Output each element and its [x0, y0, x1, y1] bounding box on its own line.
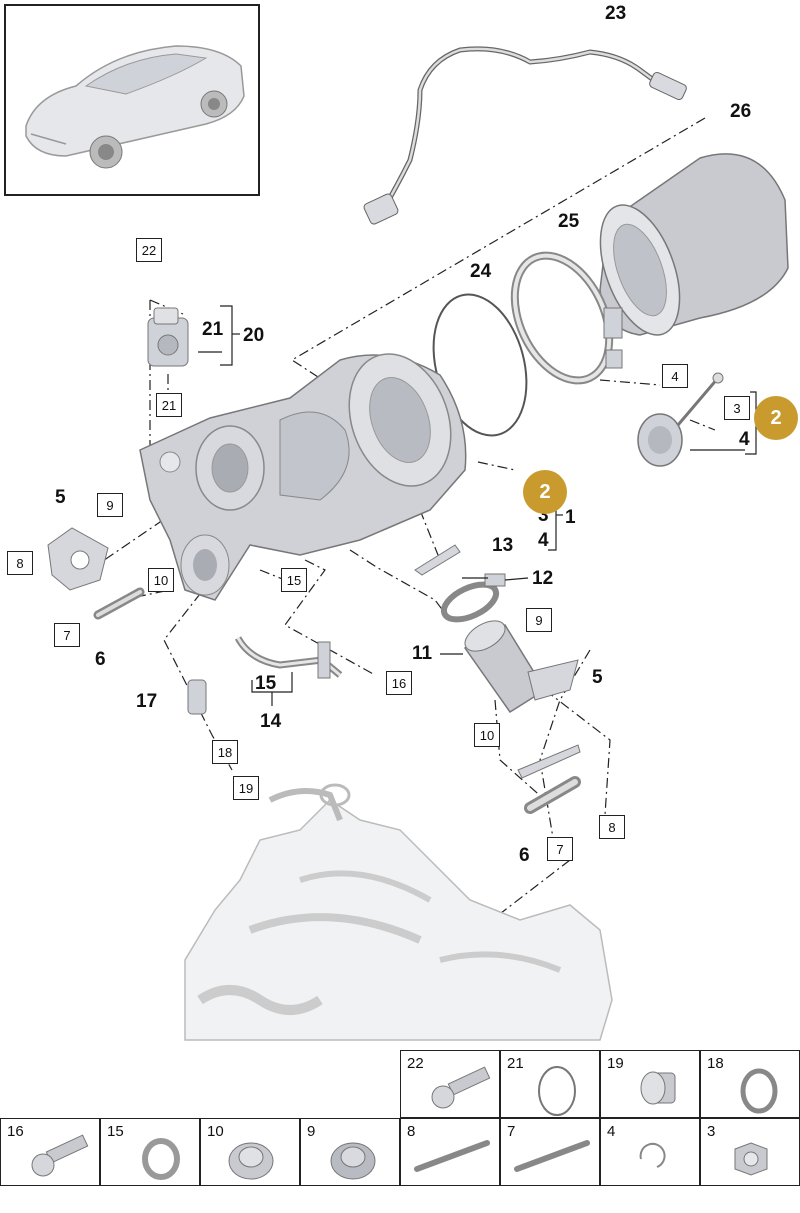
gasket-13: [414, 544, 461, 576]
nut-icon: [330, 1142, 376, 1180]
o-ring-icon: [740, 1068, 778, 1114]
callout-14: 14: [260, 711, 282, 732]
legend-cell-10: 10: [200, 1118, 300, 1186]
stud-right: [524, 776, 581, 814]
callout-12: 12: [532, 568, 554, 589]
callout-1: 1: [565, 507, 576, 528]
callout-box-10-right: 10: [474, 723, 500, 747]
oil-feed-pipe: [234, 636, 343, 679]
callout-21-upper: 21: [202, 319, 224, 340]
legend-label: 4: [607, 1123, 616, 1140]
circlip-icon: [639, 1142, 666, 1168]
union-fitting: [187, 679, 207, 715]
callout-box-7-right: 7: [547, 837, 573, 861]
callout-box-4-right: 4: [662, 364, 688, 388]
callout-4-mid: 4: [538, 530, 549, 551]
callout-box-19: 19: [233, 776, 259, 800]
callout-box-10-left: 10: [148, 568, 174, 592]
callout-26: 26: [730, 101, 752, 122]
clamp-12: [440, 573, 506, 623]
legend-cell-16: 16: [0, 1118, 100, 1186]
legend-label: 16: [7, 1123, 24, 1140]
bolt-icon: [431, 1066, 491, 1109]
plug-icon: [640, 1071, 676, 1105]
boost-pressure-sensor: [147, 307, 189, 367]
callout-box-3-right: 3: [724, 396, 750, 420]
legend-label: 8: [407, 1123, 416, 1140]
catalytic-converter: [599, 153, 789, 336]
nut-icon: [228, 1142, 274, 1180]
legend-cell-21: 21: [500, 1050, 600, 1118]
legend-label: 15: [107, 1123, 124, 1140]
v-band-clamp: [510, 251, 623, 385]
sealing-ring-icon: [142, 1138, 180, 1180]
legend-cell-18: 18: [700, 1050, 800, 1118]
legend-label: 7: [507, 1123, 516, 1140]
callout-box-21: 21: [156, 393, 182, 417]
callout-25: 25: [558, 211, 580, 232]
wastegate-actuator: [637, 372, 724, 467]
gasket-left: [47, 527, 109, 591]
callout-box-18: 18: [212, 740, 238, 764]
callout-4-right: 4: [739, 429, 750, 450]
legend-label: 22: [407, 1055, 424, 1072]
bolt-icon: [31, 1134, 89, 1177]
legend-cell-3: 3: [700, 1118, 800, 1186]
callout-box-7-left: 7: [54, 623, 80, 647]
callout-5-right: 5: [592, 667, 603, 688]
badge-2-right: 2: [754, 396, 798, 440]
callout-23: 23: [605, 3, 627, 24]
callout-box-8-left: 8: [7, 551, 33, 575]
badge-2-mid: 2: [523, 470, 567, 514]
callout-box-22: 22: [136, 238, 162, 262]
callout-5-left: 5: [55, 487, 66, 508]
stud-left: [93, 587, 145, 620]
legend-label: 18: [707, 1055, 724, 1072]
callout-15: 15: [255, 673, 277, 694]
callout-box-8-right: 8: [599, 815, 625, 839]
callout-box-16: 16: [386, 671, 412, 695]
callout-6-left: 6: [95, 649, 106, 670]
vehicle-thumbnail: [4, 4, 260, 196]
legend-cell-15: 15: [100, 1118, 200, 1186]
callout-20: 20: [243, 325, 265, 346]
stud-icon: [414, 1140, 490, 1172]
legend-cell-8: 8: [400, 1118, 500, 1186]
callout-11: 11: [412, 643, 433, 664]
hex-nut-icon: [734, 1142, 768, 1176]
callout-6-right: 6: [519, 845, 530, 866]
legend-cell-4: 4: [600, 1118, 700, 1186]
callout-3-mid: 3: [538, 505, 549, 526]
callout-box-9-right: 9: [526, 608, 552, 632]
callout-box-15: 15: [281, 568, 307, 592]
legend-label: 3: [707, 1123, 716, 1140]
stud-icon: [514, 1140, 590, 1172]
legend-label: 10: [207, 1123, 224, 1140]
legend-label: 9: [307, 1123, 316, 1140]
legend-cell-22: 22: [400, 1050, 500, 1118]
callout-24: 24: [470, 261, 492, 282]
turbocharger: [139, 353, 467, 601]
callout-box-9-left: 9: [97, 493, 123, 517]
exhaust-sensor: [363, 46, 687, 225]
connecting-pipe: [463, 620, 579, 714]
callout-13: 13: [492, 535, 514, 556]
engine-block: [184, 783, 613, 1041]
legend-cell-7: 7: [500, 1118, 600, 1186]
legend-label: 21: [507, 1055, 524, 1072]
car-image: [25, 45, 245, 169]
legend-cell-19: 19: [600, 1050, 700, 1118]
gasket-right: [517, 744, 581, 779]
callout-17: 17: [136, 691, 158, 712]
legend-cell-9: 9: [300, 1118, 400, 1186]
legend-label: 19: [607, 1055, 624, 1072]
seal-ring-icon: [538, 1066, 576, 1116]
